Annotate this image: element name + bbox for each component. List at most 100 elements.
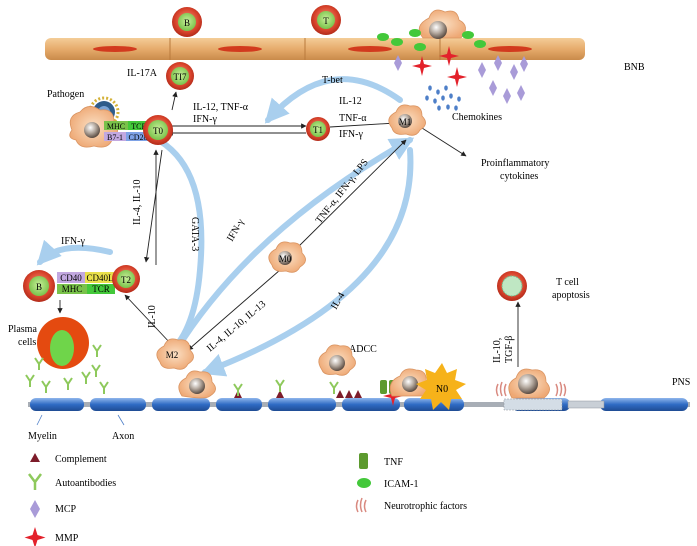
crossing-macrophage (418, 9, 466, 39)
plasma-cell (37, 317, 89, 369)
pathogen-label: Pathogen (47, 89, 84, 100)
top-b-cell: B (172, 7, 202, 37)
ifn-g-label-2: IFN-γ (339, 129, 363, 140)
plasma-label-2: cells (18, 337, 36, 348)
axon-macrophage-2 (389, 368, 429, 397)
ifn-g-label-4: IFN-γ (61, 236, 85, 247)
cd40-mhc-complex: CD40 CD40L MHC TCR (57, 272, 115, 294)
svg-text:TNF: TNF (384, 457, 403, 468)
svg-text:Autoantibodies: Autoantibodies (55, 478, 116, 489)
tcr-label: TCR (131, 122, 147, 131)
tcell-apop-label-1: T cell (556, 277, 579, 288)
icam-icon (357, 478, 371, 488)
chemokine-dots (425, 85, 461, 111)
cd40-label: CD40 (60, 273, 82, 283)
b7-label: B7-1 (107, 133, 123, 142)
free-antibodies (25, 344, 109, 394)
m0-macrophage: M0 (268, 241, 306, 273)
legend-mcp: MCP (30, 500, 77, 518)
top-t-cell: T (311, 5, 341, 35)
svg-text:B: B (36, 282, 42, 292)
myelin-pointer (36, 414, 43, 426)
svg-text:B: B (184, 18, 190, 28)
mhc-label: MHC (107, 122, 125, 131)
bound-antibodies (233, 379, 339, 396)
bnb-label: BNB (624, 62, 645, 73)
svg-text:T: T (323, 16, 329, 26)
tbet-label: T-bet (322, 75, 343, 86)
ifn-g-label-1: IFN-γ (193, 114, 217, 125)
m2-macrophage: M2 (156, 338, 194, 370)
il10-tgf-label-1: IL-10, (492, 338, 503, 363)
proinflam-label-1: Proinflammatory (481, 158, 549, 169)
axon-macrophage-3 (508, 368, 550, 399)
tcr-label-2: TCR (92, 284, 110, 294)
il4-il10-label: IL-4, IL-10 (132, 179, 143, 225)
svg-text:Complement: Complement (55, 454, 107, 465)
legend-icam: ICAM-1 (357, 478, 418, 490)
gata3-label: GATA-3 (189, 217, 200, 251)
cd40l-label: CD40L (87, 273, 114, 283)
myelin-label: Myelin (28, 431, 57, 442)
ifn-g-label-3: IFN-γ (225, 217, 247, 244)
blue-arrows (36, 76, 415, 377)
svg-text:M0: M0 (279, 254, 292, 264)
mmp-stars (412, 46, 467, 87)
svg-text:MMP: MMP (55, 533, 79, 544)
il10-tgf-label-2: TGF-β (504, 336, 515, 363)
neurotrophic-marks-right (555, 381, 567, 397)
adcc-label: ADCC (349, 344, 377, 355)
svg-text:MCP: MCP (55, 504, 77, 515)
axon-label: Axon (112, 431, 134, 442)
mhc-tcr-complex: MHC TCR B7-1 CD28 (104, 121, 150, 142)
legend-mmp: MMP (24, 527, 79, 546)
th17-cell: TI7 (166, 62, 194, 90)
plasma-label-1: Plasma (8, 324, 37, 335)
mhc-label-2: MHC (62, 284, 83, 294)
legend-complement: Complement (30, 453, 107, 465)
n0-neutrophil: N0 (416, 363, 466, 410)
svg-text:Neurotrophic factors: Neurotrophic factors (384, 501, 467, 512)
tnf-a-label: TNF-α (339, 113, 367, 124)
blood-vessel (45, 38, 585, 60)
chemokines-label: Chemokines (452, 112, 502, 123)
svg-text:T0: T0 (153, 126, 163, 136)
adcc-macrophage (318, 344, 356, 376)
il12-tnf-label: IL-12, TNF-α (193, 102, 249, 113)
mcp-diamond-icon (30, 500, 40, 518)
il10-label: IL-10 (147, 305, 158, 328)
svg-text:M1: M1 (399, 117, 412, 127)
m1-macrophage: M1 (388, 104, 426, 136)
black-arrows (57, 91, 521, 367)
t0-cell: T0 (143, 115, 173, 145)
icam-cluster (377, 29, 486, 51)
tnf-ifn-lps-label: TNF-α, IFN-γ, LPS (314, 157, 371, 226)
b-cell: B (23, 270, 55, 302)
neurotrophic-marks-left (495, 381, 507, 397)
svg-text:ICAM-1: ICAM-1 (384, 479, 418, 490)
proinflam-label-2: cytokines (500, 171, 538, 182)
il12-label: IL-12 (339, 96, 362, 107)
antibody-icon (28, 473, 42, 490)
neurotrophic-icon (355, 497, 367, 513)
complement-icon (30, 453, 40, 462)
apoptotic-t-cell (497, 271, 527, 301)
axon-pointer (117, 414, 125, 426)
axon (28, 398, 690, 411)
svg-text:M2: M2 (166, 350, 179, 360)
cd28-label: CD28 (128, 133, 147, 142)
tcell-apop-label-2: apoptosis (552, 290, 590, 301)
legend: Complement Autoantibodies MCP MMP TNF IC… (24, 453, 467, 546)
svg-text:T2: T2 (121, 275, 131, 285)
mmp-star-icon (24, 527, 46, 546)
legend-tnf: TNF (359, 453, 403, 469)
complement-marks (234, 390, 362, 398)
legend-autoantibodies: Autoantibodies (28, 473, 116, 490)
svg-text:T1: T1 (313, 125, 323, 135)
legend-neurotrophic: Neurotrophic factors (355, 497, 467, 513)
svg-text:TI7: TI7 (174, 72, 187, 82)
axon-macrophage-1 (178, 370, 216, 399)
t1-cell: T1 (306, 117, 330, 141)
pns-label: PNS (672, 377, 690, 388)
